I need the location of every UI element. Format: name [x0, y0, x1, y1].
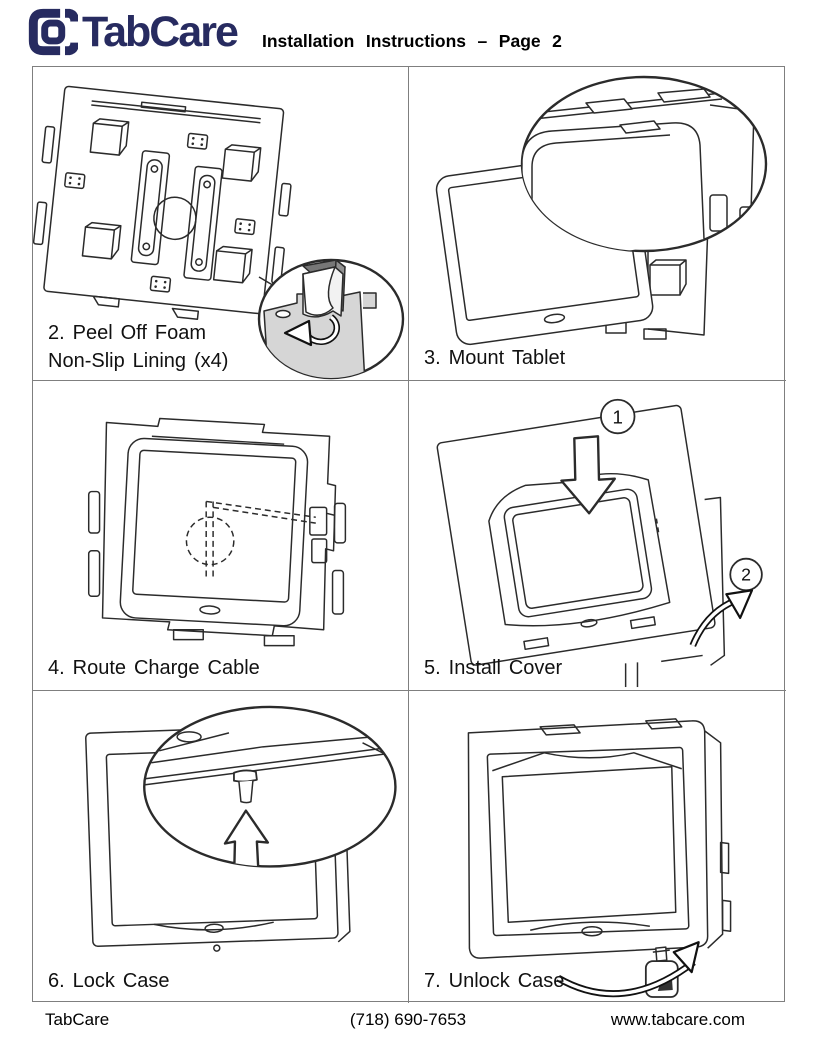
panel-caption: 2. Peel Off Foam Non-Slip Lining (x4) [48, 319, 228, 375]
brand-wordmark: TabCare [82, 7, 239, 56]
zoom-callout-peel [257, 258, 405, 380]
zoom-callout-corner [520, 75, 768, 253]
instruction-table: 2. Peel Off Foam Non-Slip Lining (x4) [32, 66, 786, 1003]
step-marker-2: 2 [741, 564, 751, 584]
peel-arrow-icon [283, 314, 341, 347]
route-cable-drawing [87, 417, 347, 647]
panel-caption: 6. Lock Case [48, 970, 170, 992]
panel-mount-tablet: 3. Mount Tablet [409, 67, 786, 381]
panel-lock-case: 6. Lock Case [33, 691, 409, 1003]
document-header-brand: TabCare [26, 6, 239, 58]
page-title: Installation Instructions – Page 2 [262, 31, 562, 51]
turn-arrow-icon [556, 941, 700, 998]
tabcare-logo-icon [28, 8, 78, 56]
footer-website: www.tabcare.com [610, 1010, 745, 1029]
panel-route-cable: 4. Route Charge Cable [33, 381, 409, 691]
foam-pad [81, 118, 262, 284]
zoom-callout-lock [143, 705, 397, 868]
lock-pin [233, 769, 258, 804]
panel-caption: 4. Route Charge Cable [48, 657, 260, 679]
footer-phone: (718) 690-7653 [349, 1010, 467, 1029]
panel-caption: 3. Mount Tablet [424, 347, 566, 369]
document-footer: TabCare (718) 690-7653 www.tabcare.com [0, 1006, 816, 1036]
unlock-case-drawing [467, 718, 732, 998]
install-cover-drawing: 1 2 [436, 398, 763, 688]
rotate-arrow-icon [689, 589, 754, 647]
step-marker-1: 1 [613, 406, 623, 427]
panel-unlock-case: 7. Unlock Case [409, 691, 786, 1003]
footer-company: TabCare [45, 1010, 110, 1029]
caption-line-1: 2. Peel Off Foam [48, 322, 207, 344]
backplate-drawing [33, 85, 405, 380]
caption-line-2: Non-Slip Lining (x4) [48, 350, 229, 372]
panel-caption: 7. Unlock Case [424, 970, 565, 992]
lock-case-drawing [85, 705, 397, 952]
panel-caption: 5. Install Cover [424, 657, 563, 679]
mount-tablet-drawing [435, 75, 768, 346]
down-arrow-icon [560, 435, 616, 515]
panel-peel-foam: 2. Peel Off Foam Non-Slip Lining (x4) [33, 67, 409, 381]
panel-install-cover: 1 2 5. Install Cover [409, 381, 786, 691]
